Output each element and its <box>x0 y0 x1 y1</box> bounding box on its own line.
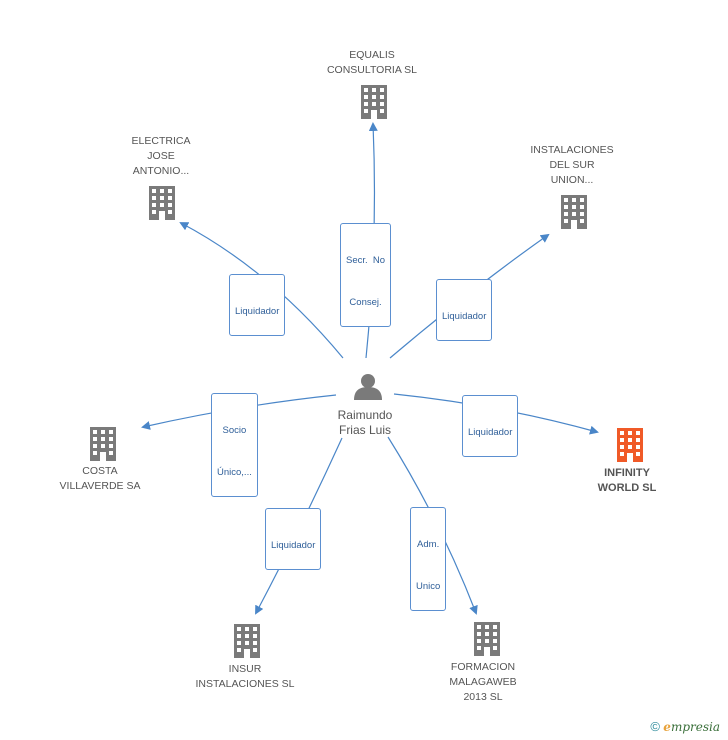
role-line: Secr. No <box>346 255 386 266</box>
label-line: DEL SUR <box>549 159 595 171</box>
label-line: FORMACION <box>450 661 516 673</box>
node-label-electrica[interactable]: ELECTRICA JOSE ANTONIO... <box>86 134 236 179</box>
role-line: Liquidador <box>235 306 280 317</box>
label-line: 2013 SL <box>463 691 503 703</box>
role-line: Liquidador <box>468 427 513 438</box>
label-line: INSTALACIONES <box>530 144 614 156</box>
center-name-line1: Raimundo <box>337 408 393 422</box>
building-icon-insur[interactable] <box>234 624 260 658</box>
node-label-formacion[interactable]: FORMACION MALAGAWEB 2013 SL <box>408 660 558 705</box>
brand-rest: mpresia <box>670 720 720 734</box>
building-icon-electrica[interactable] <box>149 186 175 220</box>
node-label-insur[interactable]: INSUR INSTALACIONES SL <box>170 662 320 692</box>
role-line: Único,... <box>217 467 252 478</box>
building-icon-equalis[interactable] <box>361 85 387 119</box>
edge-label-infinity[interactable]: Liquidador <box>462 395 519 457</box>
label-line: WORLD SL <box>597 482 657 494</box>
edge-label-electrica[interactable]: Liquidador <box>229 274 286 336</box>
node-label-infinity[interactable]: INFINITY WORLD SL <box>552 466 702 496</box>
node-label-equalis[interactable]: EQUALIS CONSULTORIA SL <box>297 48 447 78</box>
edge-label-insur[interactable]: Liquidador <box>265 508 322 570</box>
label-line: CONSULTORIA SL <box>326 64 418 76</box>
brand-logo: empresia <box>663 720 720 734</box>
role-line: Socio <box>222 425 247 436</box>
label-line: UNION... <box>550 174 594 186</box>
building-icon-infinity[interactable] <box>617 428 643 462</box>
edge-label-costa[interactable]: Socio Único,... <box>211 393 258 497</box>
edges-layer <box>141 122 599 615</box>
node-label-instalaciones-sur[interactable]: INSTALACIONES DEL SUR UNION... <box>497 143 647 188</box>
building-icon-instalaciones-sur[interactable] <box>561 195 587 229</box>
footer-brand[interactable]: © empresia <box>650 719 720 734</box>
role-line: Liquidador <box>271 540 316 551</box>
copyright-symbol: © <box>650 719 660 734</box>
edge-label-instalaciones-sur[interactable]: Liquidador <box>436 279 493 341</box>
label-line: EQUALIS <box>349 49 395 61</box>
role-line: Liquidador <box>442 311 487 322</box>
label-line: INSUR <box>228 663 262 675</box>
role-line: Adm. <box>417 539 440 550</box>
label-line: JOSE <box>147 150 175 162</box>
label-line: MALAGAWEB <box>449 676 517 688</box>
center-name-line2: Frias Luis <box>338 423 391 437</box>
building-icon-costa[interactable] <box>90 427 116 461</box>
role-line: Unico <box>416 581 441 592</box>
label-line: INFINITY <box>604 467 650 479</box>
label-line: COSTA <box>82 465 118 477</box>
label-line: INSTALACIONES SL <box>195 678 295 690</box>
building-icon-formacion[interactable] <box>474 622 500 656</box>
brand-initial: e <box>663 720 671 734</box>
node-label-costa[interactable]: COSTA VILLAVERDE SA <box>25 464 175 494</box>
role-line: Consej. <box>349 297 382 308</box>
label-line: VILLAVERDE SA <box>59 480 141 492</box>
edge-label-formacion[interactable]: Adm. Unico <box>410 507 447 611</box>
label-line: ELECTRICA <box>131 135 191 147</box>
person-icon <box>354 374 382 400</box>
label-line: ANTONIO... <box>132 165 190 177</box>
edge-label-equalis[interactable]: Secr. No Consej. <box>340 223 392 327</box>
center-person-label[interactable]: Raimundo Frias Luis <box>305 408 425 438</box>
